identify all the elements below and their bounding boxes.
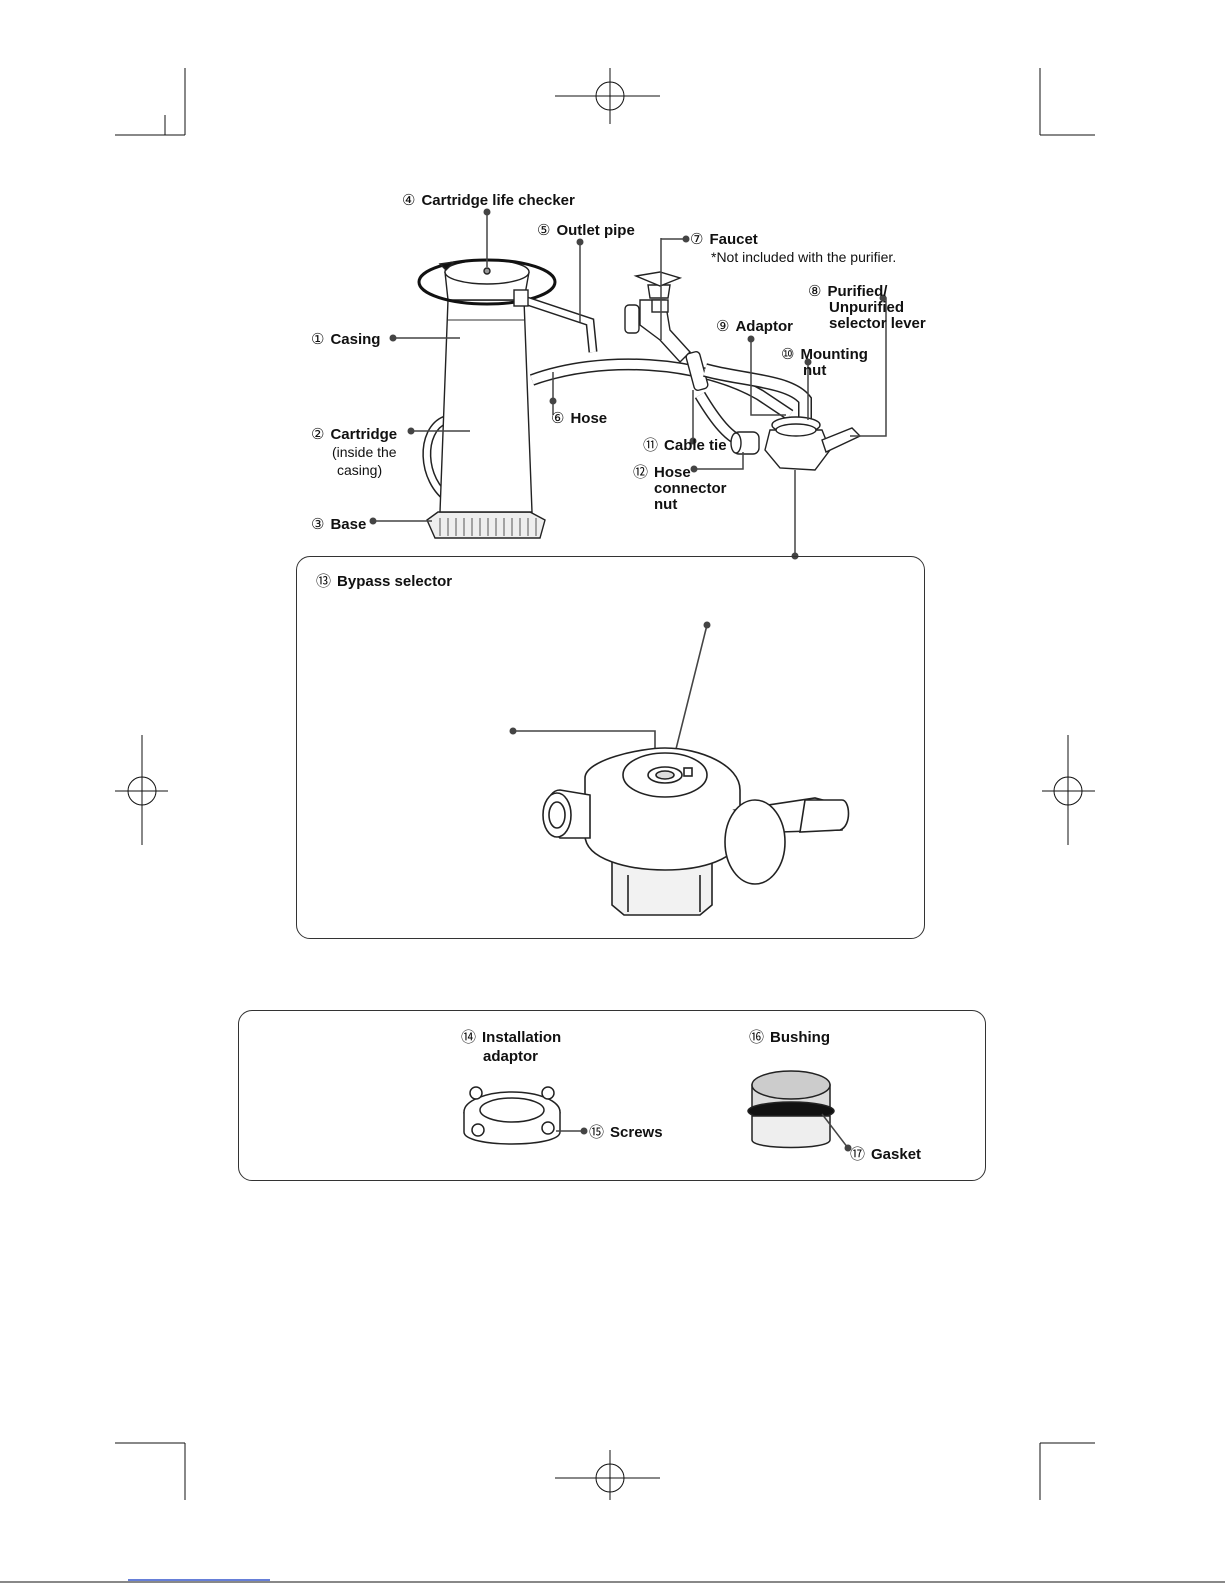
faucet-note: *Not included with the purifier. xyxy=(711,249,896,266)
label-hose-connector-nut-2: connector xyxy=(654,480,727,497)
cartridge-note-2: casing) xyxy=(337,462,382,479)
label-installation-adaptor-2: adaptor xyxy=(483,1048,538,1065)
label-selector-lever-3: selector lever xyxy=(829,315,926,332)
bypass-selector-panel xyxy=(296,556,925,939)
cartridge-note-1: (inside the xyxy=(332,444,397,461)
purifier-illustration xyxy=(419,260,790,538)
label-selector-lever-2: Unpurified xyxy=(829,299,904,316)
label-mounting-nut-2: nut xyxy=(803,362,826,379)
label-hose-connector-nut-3: nut xyxy=(654,496,677,513)
